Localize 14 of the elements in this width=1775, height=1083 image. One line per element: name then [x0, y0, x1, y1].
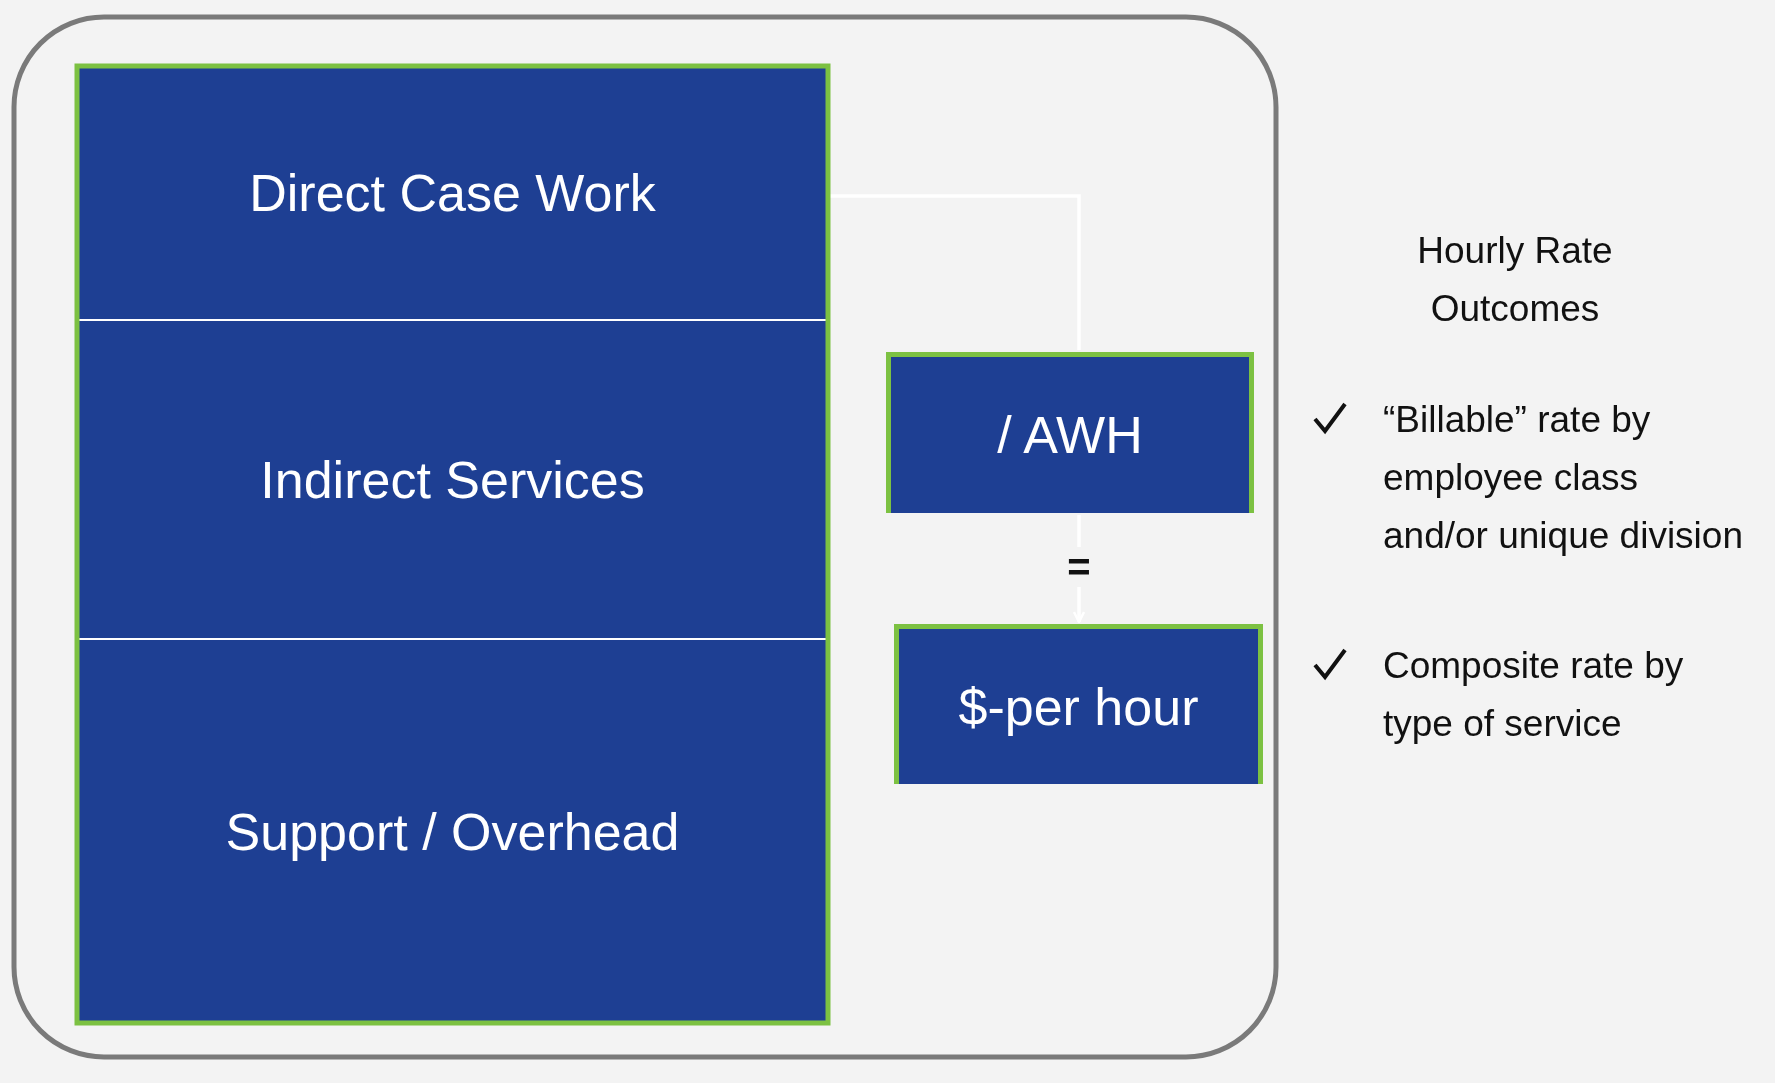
- stack-band: [77, 66, 828, 321]
- box-label: Direct Case Work: [249, 162, 656, 223]
- box-label: Indirect Services: [260, 449, 645, 510]
- heading-text: Hourly Rate Outcomes: [1416, 229, 1614, 331]
- box-label: $-per hour: [958, 676, 1199, 737]
- bullet-text: “Billable” rate by employee class and/or unique division: [1383, 398, 1743, 558]
- stack-band: [77, 640, 828, 1023]
- stack-band: [77, 321, 828, 640]
- bullet-text: Composite rate by type of service: [1383, 644, 1685, 746]
- connector-line: [830, 194, 1081, 350]
- process-box: [894, 624, 1263, 784]
- box-label: / AWH: [997, 405, 1143, 465]
- process-box: [886, 352, 1254, 513]
- box-label: Support / Overhead: [225, 801, 680, 862]
